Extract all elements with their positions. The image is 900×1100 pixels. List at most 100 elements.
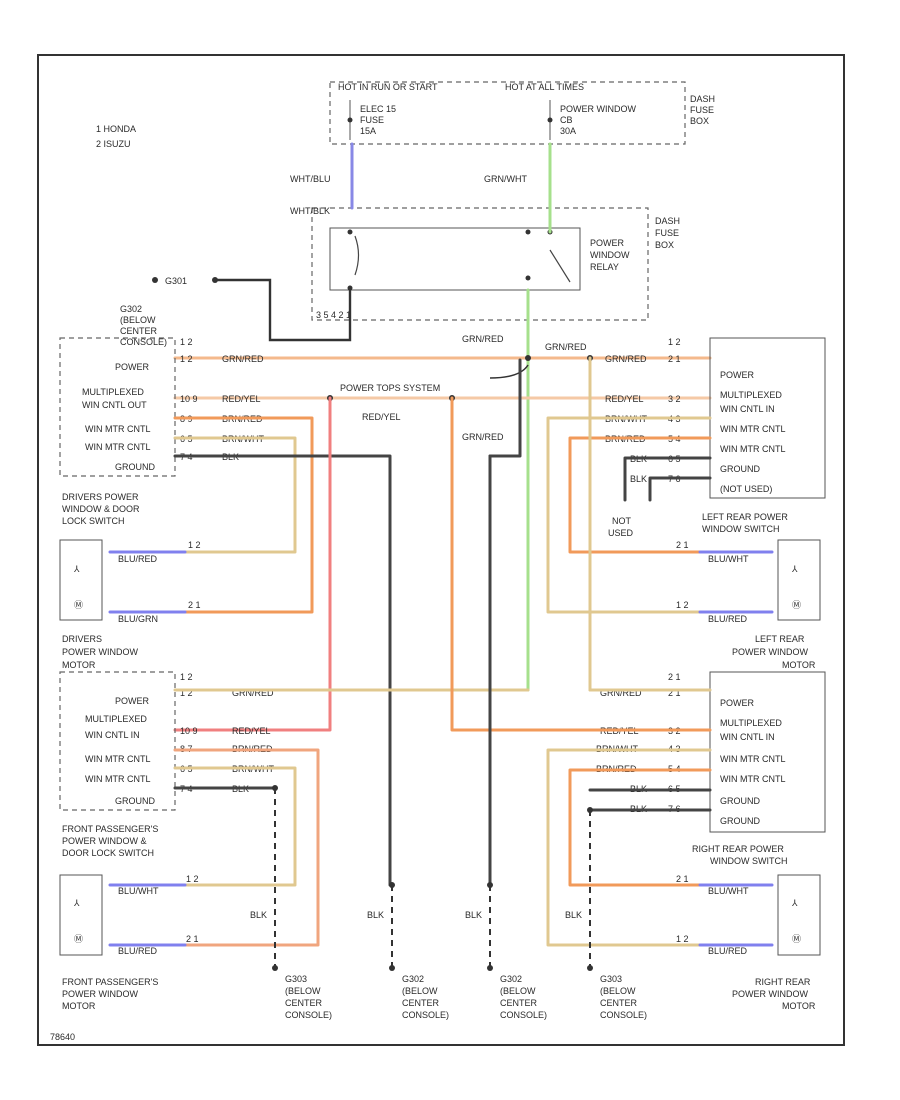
- label-grn-red-right: GRN/RED: [545, 342, 587, 352]
- motor-fan-icon-4: ⅄: [791, 898, 798, 908]
- wire-center-grnred-tap: [488, 358, 522, 458]
- ground-1-l2: (BELOW: [285, 986, 321, 996]
- ground-1-l1: G303: [285, 974, 307, 984]
- lpsw-row0-label: POWER: [115, 696, 150, 706]
- ground-4-l1: G303: [600, 974, 622, 984]
- lsw-row2-label: WIN CNTL OUT: [82, 400, 147, 410]
- lpsw-row4-label: WIN MTR CNTL: [85, 774, 151, 784]
- motor-m-icon-2: Ⓜ: [74, 934, 83, 944]
- lsw-title2: WINDOW & DOOR: [62, 504, 140, 514]
- rlmotor-pin-bot: 1 2: [676, 600, 689, 610]
- lpsw-row3-label: WIN MTR CNTL: [85, 754, 151, 764]
- ground-2-l3: CENTER: [402, 998, 440, 1008]
- rlmotor-wire-bot: BLU/RED: [708, 614, 748, 624]
- rlsw-row3-label: WIN MTR CNTL: [720, 424, 786, 434]
- lsw-row2-pin: 10 9: [180, 394, 198, 404]
- lpsw-title2: POWER WINDOW &: [62, 836, 147, 846]
- ground-4-wire: BLK: [565, 910, 582, 920]
- ground-2-l2: (BELOW: [402, 986, 438, 996]
- lpmotor-wire-bot: BLU/RED: [118, 946, 158, 956]
- lpsw-row1-label: MULTIPLEXED: [85, 714, 147, 724]
- fuse-left-line3: 15A: [360, 126, 376, 136]
- right-rear-window-motor: ⅄ Ⓜ 2 1 BLU/WHT 1 2 BLU/RED RIGHT REAR P…: [676, 874, 821, 1011]
- fusebox-top-label3: BOX: [690, 116, 709, 126]
- fuse-right-line1: POWER WINDOW: [560, 104, 636, 114]
- label-red-yel: RED/YEL: [362, 412, 401, 422]
- rrsw-row6-label: GROUND: [720, 816, 760, 826]
- relay-label2: WINDOW: [590, 250, 630, 260]
- rlsw-row2-wire: RED/YEL: [605, 394, 644, 404]
- front-passenger-motor: ⅄ Ⓜ 1 2 BLU/WHT 2 1 BLU/RED FRONT PASSEN…: [59, 874, 199, 1011]
- lsw-row0-label: POWER: [115, 362, 150, 372]
- rrmotor-title3: MOTOR: [782, 1001, 816, 1011]
- relay-wire-out: GRN/WHT: [484, 174, 527, 184]
- rlsw-row2-pin: 3 2: [668, 394, 681, 404]
- wire-lpsw-brnred: [173, 748, 320, 947]
- lpsw-row0-wire: GRN/RED: [232, 688, 274, 698]
- motor-m-icon-4: Ⓜ: [792, 934, 801, 944]
- lmotor-title3: MOTOR: [62, 660, 96, 670]
- lmotor-title2: POWER WINDOW: [62, 647, 138, 657]
- lsw-row3-label: WIN MTR CNTL: [85, 424, 151, 434]
- rrsw-title2: WINDOW SWITCH: [710, 856, 787, 866]
- ground-2-wire: BLK: [367, 910, 384, 920]
- ground-3-l3: CENTER: [500, 998, 538, 1008]
- rrmotor-title1: RIGHT REAR: [755, 977, 811, 987]
- rrsw-row0-label: POWER: [720, 698, 755, 708]
- lpsw-pin-header: 1 2: [180, 672, 193, 682]
- ground-3-wire: BLK: [465, 910, 482, 920]
- wire-rlsw-nu: [648, 476, 712, 502]
- lsw-row0-pin: 1 2: [180, 354, 193, 364]
- rlsw-row1-label: MULTIPLEXED: [720, 390, 782, 400]
- rlsw-row2-label: WIN CNTL IN: [720, 404, 775, 414]
- legend-item-isuzu: 2 ISUZU: [96, 139, 131, 149]
- relay-pins: 3 5 4 2 1: [316, 310, 351, 320]
- motor-m-icon-3: Ⓜ: [792, 600, 801, 610]
- lpmotor-title1: FRONT PASSENGER'S: [62, 977, 158, 987]
- rlsw-row4-label: WIN MTR CNTL: [720, 444, 786, 454]
- rlsw-row6-wire: BLK: [630, 474, 647, 484]
- rlsw-pin-header: 1 2: [668, 337, 681, 347]
- relay-box-label3: BOX: [655, 240, 674, 250]
- ground-1-l3: CENTER: [285, 998, 323, 1008]
- ground-2-l4: CONSOLE): [402, 1010, 449, 1020]
- wire-lsw-brnwht: [173, 436, 297, 554]
- lpsw-row5-label: GROUND: [115, 796, 155, 806]
- lmotor-pin-top: 1 2: [188, 540, 201, 550]
- rrsw-row0-wire: GRN/RED: [600, 688, 642, 698]
- lsw-row0-wire: GRN/RED: [222, 354, 264, 364]
- lsw-pin-header: 1 2: [180, 337, 193, 347]
- rrmotor-wire-top: BLU/WHT: [708, 886, 749, 896]
- rrmotor-wire-bot: BLU/RED: [708, 946, 748, 956]
- left-rear-window-motor: ⅄ Ⓜ 2 1 BLU/WHT 1 2 BLU/RED LEFT REAR PO…: [676, 539, 821, 670]
- rlsw-title2: WINDOW SWITCH: [702, 524, 779, 534]
- wire-red-yel-left: [173, 396, 332, 732]
- power-window-relay: POWER WINDOW RELAY DASH FUSE BOX 3 5 4 2…: [290, 174, 680, 321]
- rlsw-row0-pin: 2 1: [668, 354, 681, 364]
- label-grn-red-mid: GRN/RED: [462, 432, 504, 442]
- motor-fan-icon-1: ⅄: [73, 564, 80, 574]
- lmotor-wire-top: BLU/RED: [118, 554, 158, 564]
- lsw-title1: DRIVERS POWER: [62, 492, 139, 502]
- ground-2: BLK G302 (BELOW CENTER CONSOLE): [367, 882, 449, 1020]
- driver-window-switch: 1 2 POWER 1 2 GRN/RED MULTIPLEXED WIN CN…: [59, 337, 264, 526]
- lsw-row1-label: MULTIPLEXED: [82, 387, 144, 397]
- lsw-row2-wire: RED/YEL: [222, 394, 261, 404]
- power-tops-arrow: [489, 364, 529, 379]
- lpsw-title1: FRONT PASSENGER'S: [62, 824, 158, 834]
- ground-top-label3: CENTER: [120, 326, 158, 336]
- rlmotor-title3: MOTOR: [782, 660, 816, 670]
- ground-4-l2: (BELOW: [600, 986, 636, 996]
- lpmotor-pin-bot: 2 1: [186, 934, 199, 944]
- front-passenger-switch: 1 2 POWER 1 2 GRN/RED MULTIPLEXED WIN CN…: [59, 671, 274, 858]
- ground-top-label4: CONSOLE): [120, 337, 167, 347]
- lmotor-wire-bot: BLU/GRN: [118, 614, 158, 624]
- rlsw-notused2: USED: [608, 528, 634, 538]
- rlsw-notused1: NOT: [612, 516, 632, 526]
- lmotor-pin-bot: 2 1: [188, 600, 201, 610]
- fusebox-top-label1: DASH: [690, 94, 715, 104]
- wire-rlsw-brnwht: [546, 416, 712, 614]
- ground-g301: G301 G302 (BELOW CENTER CONSOLE): [120, 276, 352, 347]
- fuse-right-line3: 30A: [560, 126, 576, 136]
- rlmotor-wire-top: BLU/WHT: [708, 554, 749, 564]
